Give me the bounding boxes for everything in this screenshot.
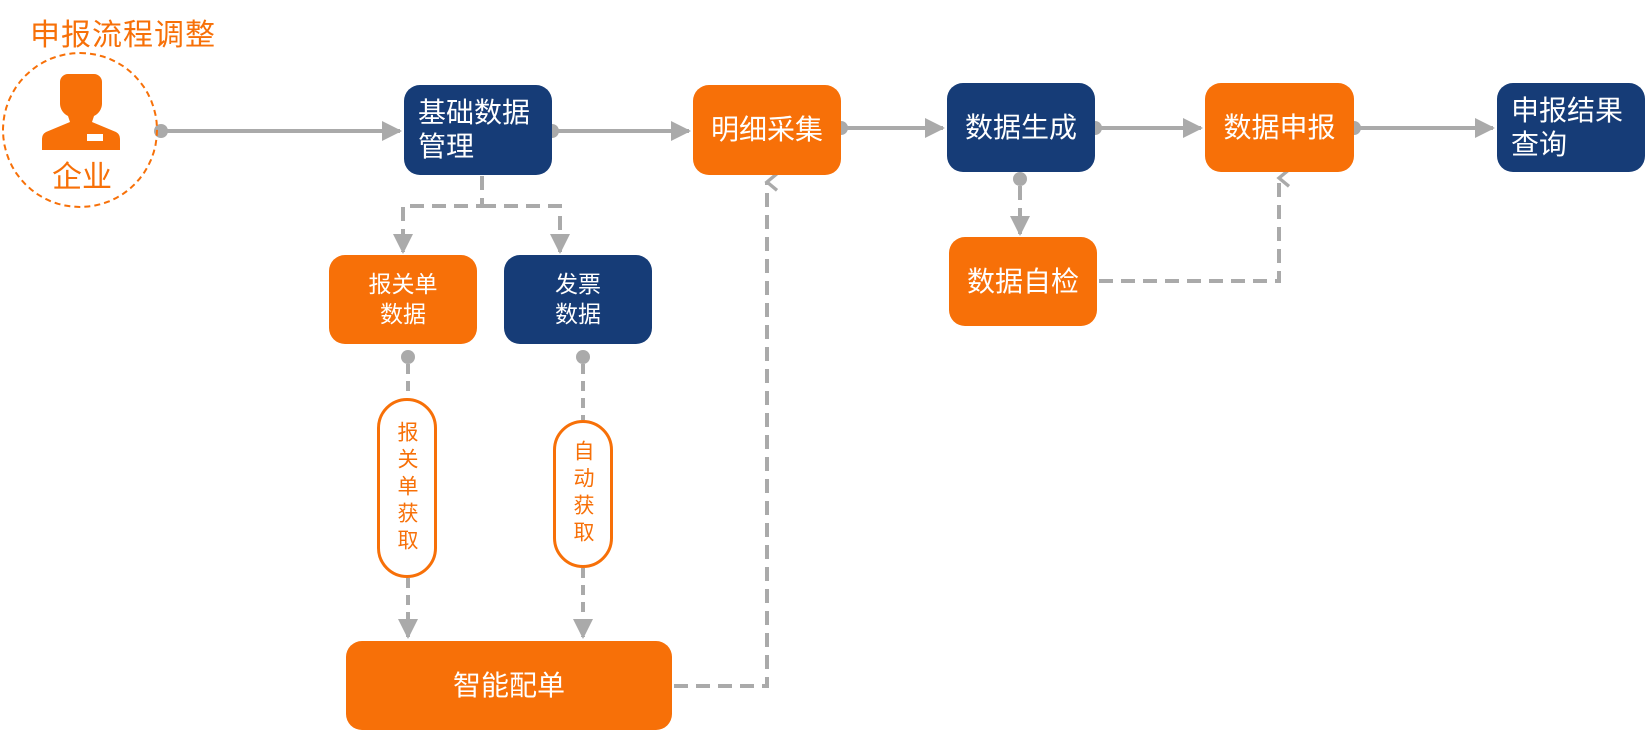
connector-matching-to-detail: [674, 172, 779, 688]
node-label: 发票数据: [555, 271, 601, 328]
node-label: 智能配单: [452, 668, 565, 702]
actor-label: 企业: [52, 160, 112, 195]
node-data-generation[interactable]: 数据生成: [947, 83, 1095, 172]
node-result-query[interactable]: 申报结果查询: [1497, 83, 1645, 172]
node-detail-collection[interactable]: 明细采集: [693, 85, 841, 175]
connector-basic-branch-invoice: [482, 204, 570, 254]
node-invoice-data[interactable]: 发票数据: [504, 255, 652, 344]
node-label: 报关单数据: [368, 271, 438, 328]
node-label: 明细采集: [710, 113, 823, 146]
node-label: 数据自检: [966, 264, 1079, 298]
label-customs-fetch: 报关单获取: [377, 398, 437, 578]
label-auto-fetch: 自动获取: [553, 420, 613, 568]
pill-label: 自动获取: [571, 440, 595, 548]
connector-basic-branch: [393, 176, 484, 254]
node-label: 数据生成: [964, 110, 1077, 144]
node-label: 数据申报: [1223, 110, 1336, 144]
connector-selfcheck-to-declaration: [1099, 168, 1291, 283]
person-icon: [42, 74, 121, 150]
node-basic-data-management[interactable]: 基础数据管理: [404, 85, 552, 175]
node-data-declaration[interactable]: 数据申报: [1205, 83, 1354, 172]
pill-label: 报关单获取: [395, 420, 419, 556]
node-data-self-check[interactable]: 数据自检: [949, 237, 1097, 326]
actor-enterprise: 企业: [2, 52, 158, 208]
diagram-title: 申报流程调整: [30, 18, 216, 53]
node-customs-declaration-data[interactable]: 报关单数据: [329, 255, 477, 344]
node-label: 基础数据管理: [418, 96, 531, 163]
node-label: 申报结果查询: [1511, 93, 1624, 161]
node-smart-matching[interactable]: 智能配单: [346, 641, 672, 730]
